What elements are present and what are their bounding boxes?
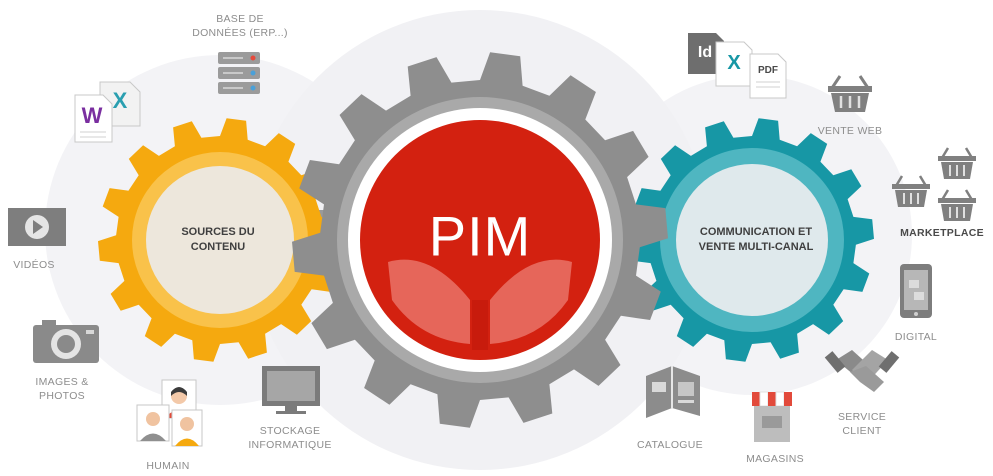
label-vente-web: VENTE WEB [817, 125, 883, 137]
excel-badge-right: X [727, 52, 741, 74]
excel-badge: X [113, 88, 128, 113]
camera-icon [33, 320, 99, 363]
word-badge: W [82, 103, 103, 128]
sources-gear [98, 118, 342, 362]
store-awning-icon [752, 391, 792, 442]
channels-gear [630, 118, 874, 362]
label-videos: VIDÉOS [13, 259, 55, 271]
sources-hub-label: SOURCES DU CONTENU [181, 226, 255, 253]
label-service-client: SERVICE CLIENT [837, 411, 887, 437]
tablet-icon [900, 264, 932, 318]
people-portraits-icon [136, 379, 203, 447]
label-humain: HUMAIN [146, 460, 190, 472]
handshake-icon [824, 350, 900, 392]
pdf-badge: PDF [758, 65, 778, 76]
catalogue-icon [646, 366, 700, 418]
shopping-baskets-icon [892, 147, 976, 221]
database-server-icon [218, 52, 260, 94]
pim-left-hand [388, 259, 470, 344]
label-magasins: MAGASINS [746, 453, 804, 465]
label-catalogue: CATALOGUE [637, 439, 703, 451]
label-digital: DIGITAL [894, 331, 938, 343]
indesign-badge: Id [698, 44, 712, 61]
sources-gear-core [146, 166, 294, 314]
label-marketplace: MARKETPLACE [900, 227, 984, 239]
channels-hub-label: COMMUNICATION ET VENTE MULTI-CANAL [698, 226, 814, 253]
label-stockage: STOCKAGE INFORMATIQUE [248, 425, 332, 451]
word-excel-files-icon: X W [74, 81, 141, 143]
pim-stem [472, 300, 488, 350]
label-database: BASE DE DONNÉES (ERP...) [192, 13, 288, 39]
computer-monitor-icon [262, 366, 320, 414]
shopping-basket-icon [828, 75, 872, 112]
label-images-photos: IMAGES & PHOTOS [35, 376, 89, 402]
indesign-excel-pdf-files-icon: Id X PDF [688, 33, 787, 99]
pim-gear [292, 52, 668, 428]
channels-gear-core [676, 164, 828, 316]
pim-title: PIM [428, 204, 532, 268]
video-play-icon [8, 208, 66, 246]
pim-right-hand [490, 259, 572, 344]
